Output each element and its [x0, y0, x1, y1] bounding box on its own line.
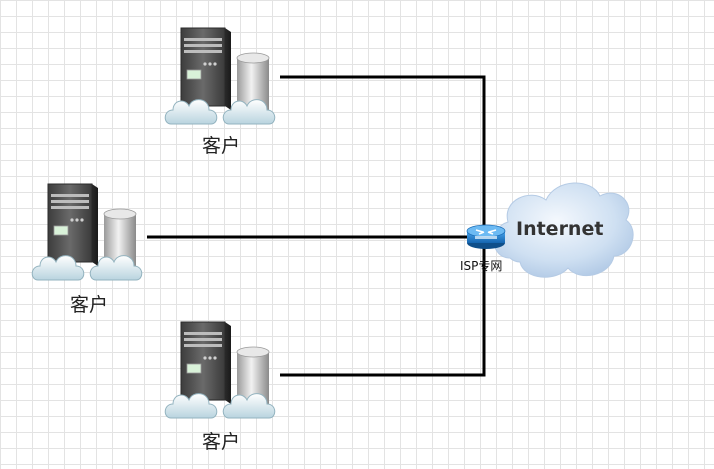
link-client-bottom [280, 245, 486, 377]
isp-router-icon [466, 224, 506, 249]
client-bottom-server-cloud-icon [164, 321, 276, 419]
isp-label: ISP专网 [460, 259, 503, 273]
connection-lines [147, 75, 486, 377]
client-middle-server-cloud-icon [31, 183, 143, 281]
client-label-top: 客户 [201, 135, 240, 157]
client-label-middle: 客户 [69, 294, 108, 316]
internet-label: Internet [516, 218, 604, 240]
internet-cloud-icon [493, 182, 634, 278]
client-top-server-cloud-icon [164, 27, 276, 125]
client-label-bottom: 客户 [201, 431, 240, 453]
link-client-top [280, 75, 486, 232]
